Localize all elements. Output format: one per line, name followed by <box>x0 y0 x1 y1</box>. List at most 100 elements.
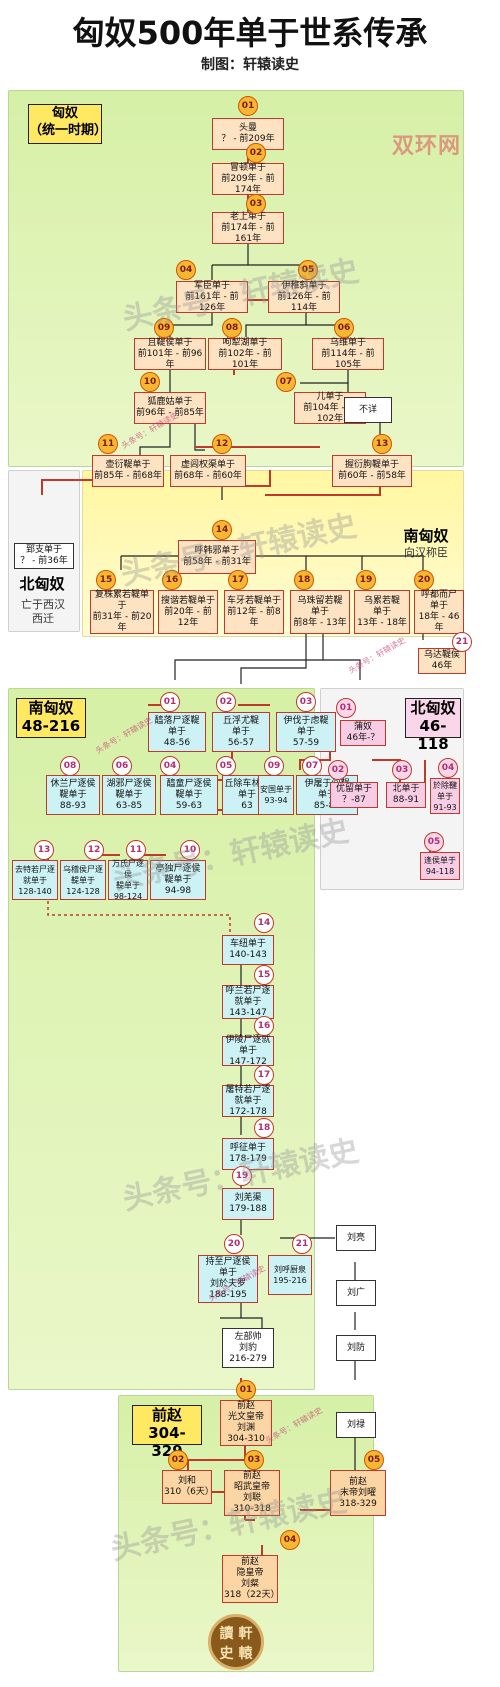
num-l13: 13 <box>34 840 54 860</box>
num-u06: 06 <box>334 318 354 338</box>
node-liu-guang: 刘广 <box>336 1280 376 1306</box>
label-unified: 匈奴 （统一时期） <box>28 104 107 144</box>
num-u04: 04 <box>176 260 196 280</box>
node-u13: 握衍朐鞮单于 前60年 - 前58年 <box>332 455 412 487</box>
node-u04: 军臣单于 前161年 - 前126年 <box>176 281 248 313</box>
node-l06: 湖邪尸逐侯 鞮单于 63-85 <box>102 775 156 815</box>
node-u09: 且鞮侯单于 前101年 - 前96年 <box>134 338 206 370</box>
node-n04: 於除鞬 单于 91-93 <box>430 778 460 814</box>
node-liu-fang: 刘防 <box>336 1335 376 1361</box>
label-south-late: 南匈奴 48-216 <box>16 698 86 738</box>
node-s21: 乌达鞮侯 46年 <box>418 648 466 674</box>
node-l14: 车纽单于 140-143 <box>222 935 274 965</box>
node-l01: 醯落尸逐鞮 单于 48-56 <box>148 712 206 752</box>
num-l01: 01 <box>160 692 180 712</box>
num-s16: 16 <box>162 570 182 590</box>
node-n02: 优留单于 ？-87 <box>330 782 378 808</box>
num-l17: 17 <box>254 1065 274 1085</box>
num-l04: 04 <box>160 756 180 776</box>
num-l14: 14 <box>254 913 274 933</box>
num-l15: 15 <box>254 965 274 985</box>
num-s21: 21 <box>452 632 472 652</box>
num-u10: 10 <box>140 372 160 392</box>
num-l06: 06 <box>112 756 132 776</box>
label-north-late: 北匈奴 46-118 <box>405 698 461 753</box>
num-u12: 12 <box>212 434 232 454</box>
num-s15: 15 <box>96 570 116 590</box>
num-u13: 13 <box>372 434 392 454</box>
num-u11: 11 <box>98 434 118 454</box>
num-l21: 21 <box>292 1234 312 1254</box>
node-s20: 呼都而尸 单于 18年 - 46年 <box>414 590 464 634</box>
node-q03: 前赵 昭武皇帝 刘聪 310-318 <box>224 1470 280 1516</box>
node-q02: 刘和 310（6天） <box>162 1470 214 1504</box>
logo-watermark: 双环网 <box>392 134 462 159</box>
num-l18: 18 <box>254 1118 274 1138</box>
label-qianzhao: 前赵 304-329 <box>132 1405 202 1460</box>
num-l03: 03 <box>296 692 316 712</box>
num-n05: 05 <box>424 832 444 852</box>
node-u03: 老上单于 前174年 - 前161年 <box>212 212 284 244</box>
node-liu-lu: 刘禄 <box>336 1412 376 1438</box>
node-l15: 呼兰若尸逐 就单于 143-147 <box>222 985 274 1019</box>
node-u08: 呴犁湖单于 前102年 - 前101年 <box>208 338 282 370</box>
node-u02: 冒顿单于 前209年 - 前174年 <box>212 163 284 195</box>
node-s15: 复株累若鞮单于 前31年 - 前20年 <box>90 590 154 634</box>
seal-char-2: 軒 <box>238 1626 253 1642</box>
node-liu-liang: 刘亮 <box>336 1225 376 1251</box>
node-s19: 乌累若鞮 单于 13年 - 18年 <box>354 590 410 634</box>
node-u12: 虚闾权渠单于 前68年 - 前60年 <box>170 455 246 487</box>
node-u01: 头曼 ？ - 前209年 <box>212 118 284 150</box>
num-l10: 10 <box>180 840 200 860</box>
page-subtitle: 制图：轩辕读史 <box>201 57 299 73</box>
node-l17: 屠特若尸逐 就单于 172-178 <box>222 1085 274 1117</box>
num-u05: 05 <box>298 260 318 280</box>
node-l16: 伊陵尸逐就 单于 147-172 <box>222 1035 274 1067</box>
num-l02: 02 <box>216 692 236 712</box>
node-s18: 乌珠留若鞮 单于 前8年 - 13年 <box>290 590 350 634</box>
num-l16: 16 <box>254 1016 274 1036</box>
num-l12: 12 <box>84 840 104 860</box>
node-l11: 万氏尸逐侯 鞮单于 98-124 <box>108 859 148 901</box>
node-l03: 伊伐于虑鞮 单于 57-59 <box>276 712 336 752</box>
node-n03: 北单于 88-91 <box>386 782 426 808</box>
node-n01: 蒲奴 46年-？ <box>340 720 386 746</box>
seal-char-3: 史 <box>219 1646 234 1662</box>
node-l08: 休兰尸逐侯 鞮单于 88-93 <box>46 775 100 815</box>
node-s17: 车牙若鞮单于 前12年 - 前8年 <box>224 590 284 634</box>
num-s17: 17 <box>228 570 248 590</box>
author-seal: 讀 軒 史 轅 <box>208 1614 264 1670</box>
num-s19: 19 <box>356 570 376 590</box>
node-l18: 呼征单于 178-179 <box>222 1138 274 1170</box>
num-l07: 07 <box>302 756 322 776</box>
node-u11: 壶衍鞮单于 前85年 - 前68年 <box>92 455 164 487</box>
label-north-early: 北匈奴 <box>19 575 65 593</box>
num-u09: 09 <box>154 318 174 338</box>
label-south-early: 南匈奴 <box>403 527 449 545</box>
num-q01: 01 <box>236 1380 256 1400</box>
num-q02: 02 <box>168 1450 188 1470</box>
num-u08: 08 <box>222 318 242 338</box>
node-l12: 乌稽侯尸逐 鞮单于 124-128 <box>60 860 106 900</box>
num-u03: 03 <box>246 194 266 214</box>
num-l11: 11 <box>126 840 146 860</box>
num-l19: 19 <box>232 1166 252 1186</box>
num-l20: 20 <box>224 1234 244 1254</box>
node-l21: 刘呼厨泉 195-216 <box>268 1255 312 1295</box>
node-l13: 去特若尸逐 就单于 128-140 <box>12 860 58 900</box>
node-l09: 安国单于 93-94 <box>258 775 294 815</box>
num-n02: 02 <box>328 760 348 780</box>
seal-char-4: 轅 <box>238 1646 253 1662</box>
num-n04: 04 <box>438 758 458 778</box>
page-title: 匈奴500年单于世系传承 <box>72 14 428 52</box>
node-q01: 前赵 光文皇帝 刘渊 304-310 <box>220 1400 272 1446</box>
num-u07: 07 <box>276 372 296 392</box>
node-s16: 搜谐若鞮单于 前20年 - 前12年 <box>158 590 218 634</box>
node-l19: 刘羌渠 179-188 <box>222 1188 274 1220</box>
node-n05: 逢侯单于 94-118 <box>420 852 460 880</box>
node-u06: 乌维单于 前114年 - 前105年 <box>312 338 384 370</box>
num-l08: 08 <box>60 756 80 776</box>
node-liubao: 左部帅 刘豹 216-279 <box>222 1328 274 1368</box>
num-q04: 04 <box>280 1530 300 1550</box>
seal-char-1: 讀 <box>219 1626 234 1642</box>
